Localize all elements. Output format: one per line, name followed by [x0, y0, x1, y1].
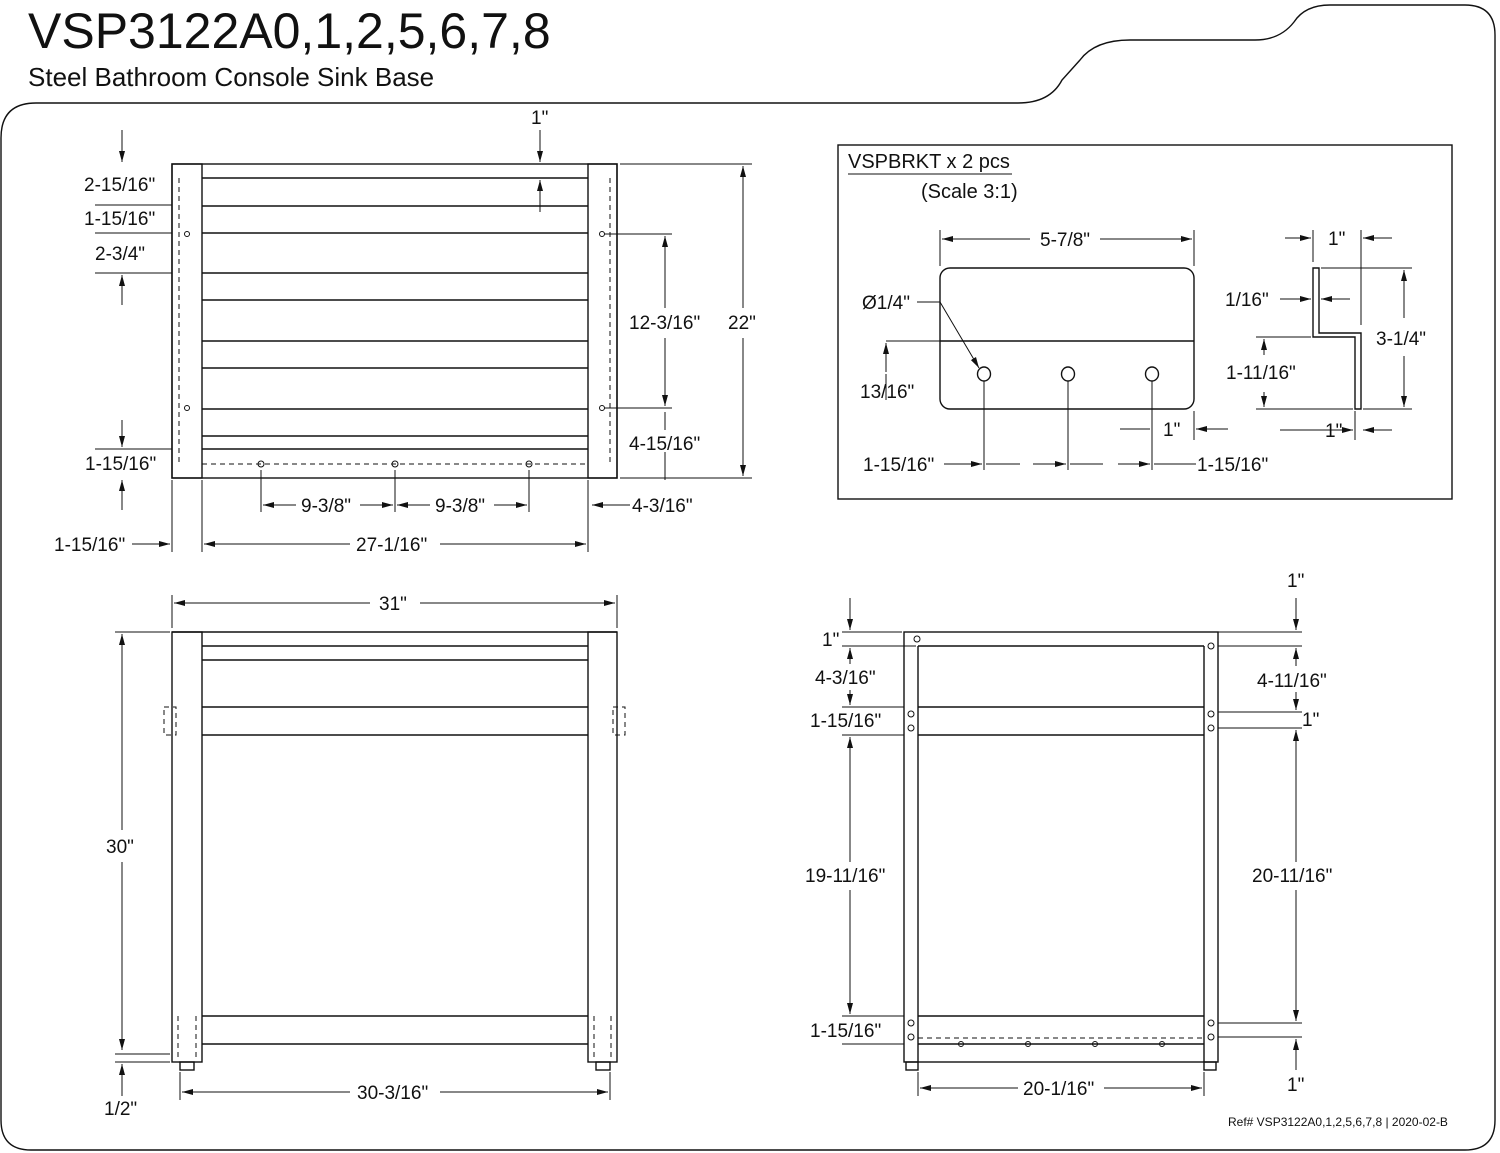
bracket-dim-hole-dia: Ø1/4": [862, 293, 910, 314]
dim-hole-span: 12-3/16": [629, 313, 700, 334]
dim-depth: 22": [728, 313, 756, 334]
side-dim-upper-left: 4-3/16": [815, 668, 876, 689]
dim-leg-width: 1-15/16": [54, 535, 125, 556]
bracket-title: VSPBRKT x 2 pcs: [848, 151, 1010, 173]
reference-number: Ref# VSP3122A0,1,2,5,6,7,8 | 2020-02-B: [1228, 1115, 1448, 1129]
side-dim-depth: 20-1/16": [1023, 1079, 1094, 1100]
bracket-detail-box: [837, 144, 1453, 500]
dim-hole-spacing-1: 9-3/8": [301, 496, 351, 517]
front-dim-foot: 1/2": [104, 1099, 137, 1120]
bracket-dim-flange-bottom: 1": [1325, 421, 1342, 442]
front-left-foot: [179, 1061, 195, 1071]
dim-bottom-rail: 1-15/16": [85, 454, 156, 475]
front-left-leg: [171, 631, 203, 1063]
dim-top-gap: 1": [531, 108, 548, 129]
top-view-left-leg: [171, 163, 203, 479]
dim-slat-c: 2-3/4": [95, 244, 145, 265]
side-frame-outer: [903, 631, 1219, 1063]
side-left-foot: [905, 1061, 919, 1071]
side-rails: [918, 706, 1204, 1045]
bracket-dim-end-gap: 1": [1163, 420, 1180, 441]
front-view: 31" 30" 1/2" 30-3/16": [104, 594, 626, 1120]
side-dim-top-left: 1": [822, 630, 839, 651]
bracket-scale: (Scale 3:1): [921, 181, 1018, 203]
dim-slat-b: 1-15/16": [84, 209, 155, 230]
bracket-detail: VSPBRKT x 2 pcs (Scale 3:1): [837, 144, 1453, 500]
dim-side-offset: 4-3/16": [632, 496, 693, 517]
dim-slat-a: 2-15/16": [84, 175, 155, 196]
side-dim-mid-left: 19-11/16": [805, 866, 885, 887]
drawing-title: VSP3122A0,1,2,5,6,7,8: [28, 3, 551, 59]
front-dim-overall-width: 31": [379, 594, 407, 615]
front-right-foot: [595, 1061, 611, 1071]
bracket-plate: [939, 267, 1195, 410]
dim-lower-gap: 4-15/16": [629, 434, 700, 455]
side-dim-rail-right: 1": [1302, 710, 1319, 731]
side-dim-mid-right: 20-11/16": [1252, 866, 1332, 887]
bracket-profile: [1312, 267, 1362, 410]
bracket-dim-hole-height: 13/16": [860, 382, 914, 403]
front-dim-inner-width: 30-3/16": [357, 1083, 428, 1104]
bracket-dim-edge-right: 1-15/16": [1197, 455, 1268, 476]
bracket-dim-flange-top: 1": [1328, 229, 1345, 250]
top-view-right-leg: [587, 163, 618, 479]
front-dim-height: 30": [106, 837, 134, 858]
side-dim-rail-left: 1-15/16": [810, 711, 881, 732]
bracket-dim-thickness: 1/16": [1225, 290, 1269, 311]
front-rails: [172, 631, 617, 1045]
dim-hole-spacing-2: 9-3/8": [435, 496, 485, 517]
sheet-frame: [0, 4, 1496, 1151]
bracket-dim-total-height: 3-1/4": [1376, 329, 1426, 350]
side-view: 1" 1" 4-3/16" 4-11/16" 1-15/16" 1" 19-11…: [805, 571, 1332, 1100]
bracket-dim-length: 5-7/8": [1040, 230, 1090, 251]
dim-inner-width: 27-1/16": [356, 535, 427, 556]
side-dim-bottom-rail: 1-15/16": [810, 1021, 881, 1042]
front-right-leg: [587, 631, 618, 1063]
side-dim-top-right: 1": [1287, 571, 1304, 592]
bracket-dim-offset-height: 1-11/16": [1226, 363, 1296, 384]
side-dim-upper-right: 4-11/16": [1257, 671, 1327, 692]
side-dim-bottom-right: 1": [1287, 1075, 1304, 1096]
bracket-holes: [976, 366, 1160, 382]
top-view: 1" 2-15/16" 1-15/16" 2-3/4" 12-3/16" 22"…: [54, 108, 756, 556]
side-bolts: [907, 635, 1215, 1047]
top-view-holes: [184, 231, 605, 468]
top-view-frame: [171, 163, 618, 479]
top-view-slats: [202, 177, 588, 450]
side-right-foot: [1203, 1061, 1217, 1071]
bracket-dim-edge-left: 1-15/16": [863, 455, 934, 476]
drawing-subtitle: Steel Bathroom Console Sink Base: [28, 62, 434, 92]
